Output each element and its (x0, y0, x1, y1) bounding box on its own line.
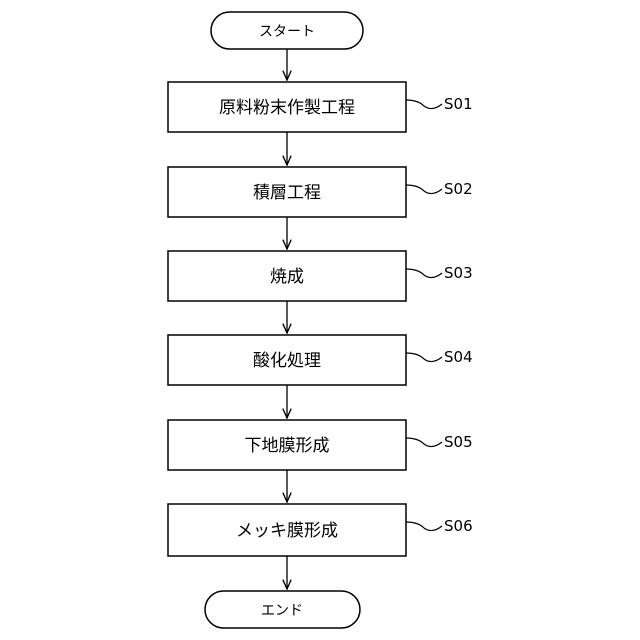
step-s02-text: 積層工程 (253, 183, 321, 203)
end-label: エンド (261, 603, 303, 619)
step-s06-leader (406, 522, 442, 531)
step-s01-label: S01 (444, 95, 473, 113)
step-s04-label: S04 (444, 348, 473, 366)
step-s03-leader (406, 269, 442, 278)
step-s05: 下地膜形成 S05 (168, 420, 473, 470)
step-s05-leader (406, 438, 442, 447)
step-s05-text: 下地膜形成 (245, 436, 330, 456)
step-s05-label: S05 (444, 433, 473, 451)
step-s01-leader (406, 100, 442, 109)
step-s01-text: 原料粉末作製工程 (219, 98, 355, 118)
start-terminal: スタート (211, 12, 363, 49)
step-s04-text: 酸化処理 (253, 351, 321, 371)
step-s04-leader (406, 353, 442, 362)
step-s03: 焼成 S03 (168, 251, 473, 301)
end-terminal: エンド (205, 591, 360, 628)
step-s06-text: メッキ膜形成 (236, 521, 338, 541)
step-s03-text: 焼成 (270, 267, 304, 287)
step-s03-label: S03 (444, 264, 473, 282)
start-label: スタート (259, 24, 315, 40)
step-s04: 酸化処理 S04 (168, 335, 473, 385)
step-s02-label: S02 (444, 180, 473, 198)
step-s01: 原料粉末作製工程 S01 (168, 82, 473, 132)
step-s06: メッキ膜形成 S06 (168, 504, 473, 556)
step-s02: 積層工程 S02 (168, 167, 473, 217)
step-s02-leader (406, 185, 442, 194)
step-s06-label: S06 (444, 517, 473, 535)
